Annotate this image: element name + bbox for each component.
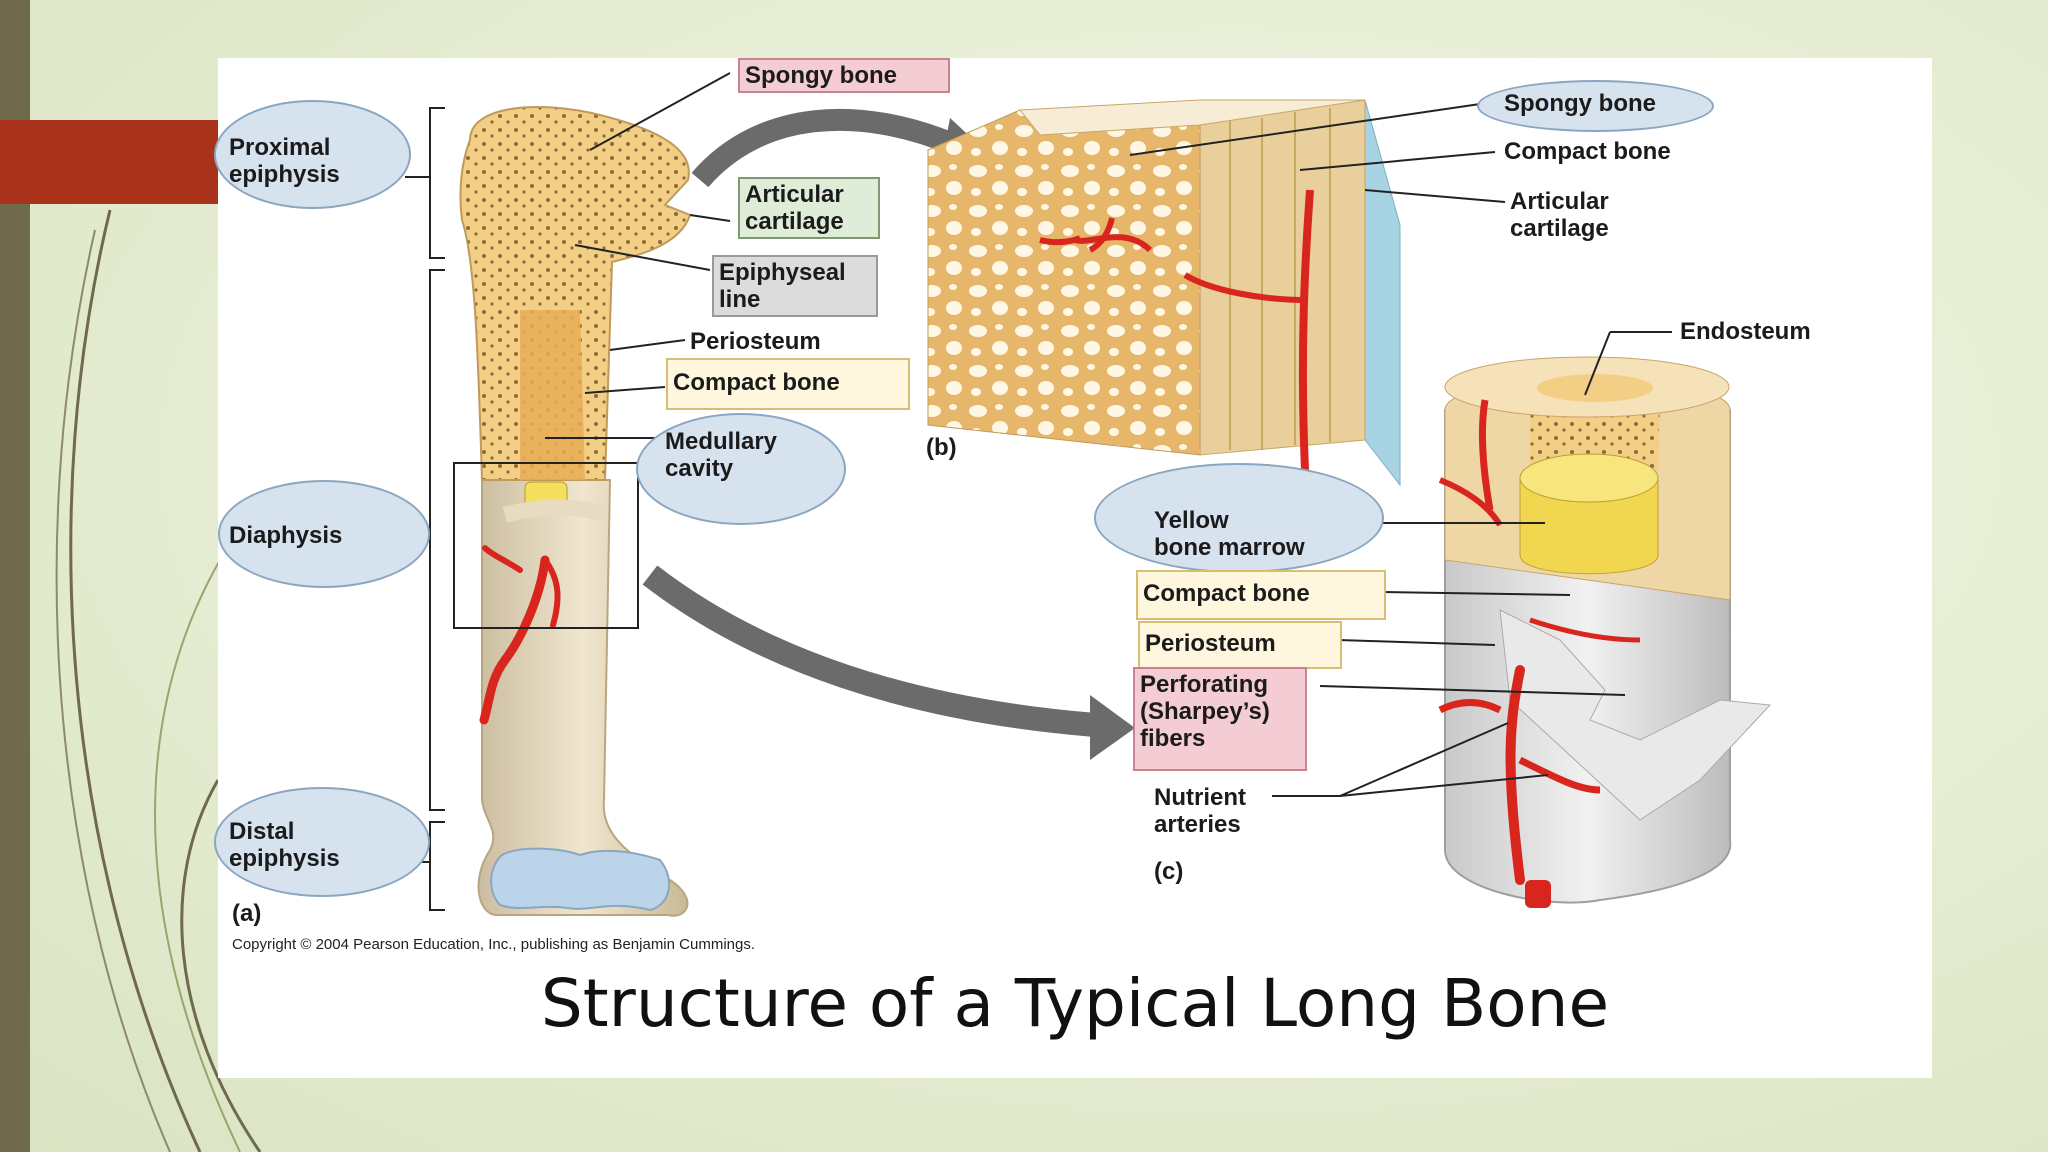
medullary-cavity-oval	[636, 413, 846, 525]
compact-bone-label-c: Compact bone	[1136, 570, 1386, 620]
compact-bone-label-a: Compact bone	[666, 358, 910, 410]
yellow-bone-marrow-oval	[1094, 463, 1384, 573]
accent-tab	[0, 120, 218, 204]
proximal-epiphysis-label: Proximal epiphysis	[229, 134, 340, 188]
decorative-swoosh-lines	[55, 209, 262, 1152]
perforating-fibers-label: Perforating (Sharpey’s) fibers	[1133, 667, 1307, 771]
distal-epiphysis-oval	[214, 787, 430, 897]
articular-cartilage-label-b: Articular cartilage	[1510, 188, 1609, 242]
articular-cartilage-label-a: Articular cartilage	[738, 177, 880, 239]
spongy-bone-label-a: Spongy bone	[738, 58, 950, 93]
diaphysis-label: Diaphysis	[229, 522, 343, 549]
epiphyseal-line-label: Epiphyseal line	[712, 255, 878, 317]
panel-c-label: (c)	[1154, 858, 1184, 885]
bone-cylinder-c	[1438, 356, 1772, 908]
spongy-bone-oval-b	[1477, 80, 1714, 132]
nutrient-arteries-label: Nutrient arteries	[1154, 784, 1246, 838]
copyright-notice: Copyright © 2004 Pearson Education, Inc.…	[232, 936, 756, 953]
endosteum-label: Endosteum	[1680, 318, 1811, 345]
panel-b-label: (b)	[926, 434, 957, 461]
periosteum-label-a: Periosteum	[690, 328, 821, 355]
spongy-bone-block-b	[927, 99, 1401, 487]
long-bone-figure-a	[429, 106, 692, 917]
proximal-epiphysis-oval	[214, 100, 411, 209]
compact-bone-label-b: Compact bone	[1504, 138, 1671, 165]
yellow-bone-marrow-label: Yellow bone marrow	[1154, 507, 1305, 561]
periosteum-label-c: Periosteum	[1138, 621, 1342, 669]
medullary-cavity-label: Medullary cavity	[665, 428, 778, 482]
distal-epiphysis-label: Distal epiphysis	[229, 818, 340, 872]
spongy-bone-label-b: Spongy bone	[1504, 90, 1656, 117]
slide-title: Structure of a Typical Long Bone	[540, 965, 1610, 1042]
panel-a-label: (a)	[232, 900, 262, 927]
diaphysis-oval	[218, 480, 430, 588]
